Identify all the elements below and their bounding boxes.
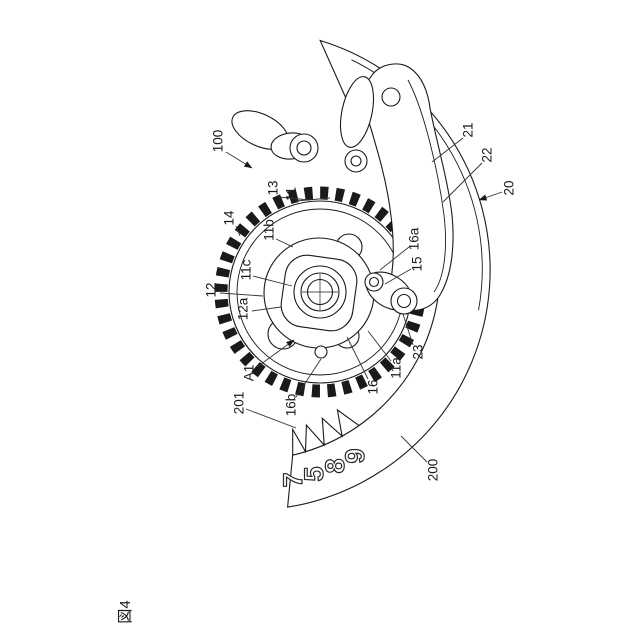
plate-marking-4: 9 — [340, 448, 370, 463]
leader-11a — [367, 330, 392, 362]
link-arm-outline — [362, 63, 454, 311]
figure-caption: 図4 — [117, 600, 134, 623]
hub-assembly-12 — [263, 233, 375, 359]
leader-16b — [295, 358, 322, 398]
leader-21 — [431, 137, 464, 163]
callout-200: 200 — [426, 459, 441, 482]
callout-100: 100 — [211, 130, 226, 153]
callout-12: 12 — [204, 282, 219, 297]
link-arm-21 — [362, 63, 454, 311]
callout-23: 23 — [411, 344, 426, 359]
lever-assembly-100 — [231, 76, 375, 173]
callout-15: 15 — [410, 256, 425, 271]
callout-14: 14 — [222, 210, 237, 226]
callout-11c: 11c — [239, 259, 254, 280]
arm-top-pivot-hole — [381, 87, 401, 107]
leader-22 — [442, 162, 483, 203]
leader-16a — [379, 246, 410, 271]
leader-16 — [346, 336, 369, 380]
callout-22: 22 — [480, 147, 495, 162]
hub-detail-16b — [314, 345, 328, 359]
plate-marking-3: 8 — [320, 458, 350, 473]
lever-pivot-inner — [296, 140, 312, 156]
leader-11b — [275, 238, 294, 248]
callout-21: 21 — [461, 122, 476, 137]
leader-100 — [225, 151, 253, 169]
bolt-23-inner — [396, 293, 412, 309]
leader-14 — [235, 225, 241, 237]
link-arm-inner-edge-22 — [407, 79, 446, 293]
callout-11b: 11b — [262, 219, 277, 241]
callout-labels: 100 13 11 14 11b 11c 12 12a A1 16b 201 2… — [204, 122, 517, 481]
plate-marking-1: 7 — [278, 472, 308, 487]
callout-16: 16 — [366, 379, 381, 394]
callout-11: 11 — [284, 187, 299, 201]
callout-20: 20 — [502, 180, 517, 195]
leader-12 — [219, 292, 264, 297]
leader-20 — [478, 191, 503, 201]
callout-11a: 11a — [389, 357, 404, 379]
callout-16a: 16a — [407, 227, 422, 250]
leader-200 — [400, 435, 428, 463]
leader-13 — [277, 196, 311, 201]
leader-lines — [219, 137, 503, 463]
callout-a1: A1 — [242, 365, 257, 382]
leader-11c — [252, 275, 293, 287]
pivot-15-inner — [368, 276, 380, 288]
leader-15 — [384, 268, 412, 285]
leader-201 — [245, 408, 297, 429]
callout-201: 201 — [232, 392, 247, 415]
leader-23 — [402, 313, 414, 346]
lever-roller-inner — [350, 155, 362, 167]
leader-a1 — [256, 339, 295, 368]
plate-marking-2: 5 — [299, 466, 329, 481]
pivot-link-16 — [364, 271, 418, 315]
leader-11 — [295, 197, 331, 202]
callout-13: 13 — [266, 180, 281, 195]
leader-12a — [251, 306, 282, 312]
sprocket-teeth-201 — [292, 408, 360, 456]
callout-12a: 12a — [236, 297, 251, 320]
lever-bracket — [339, 76, 375, 148]
callout-16b: 16b — [284, 394, 299, 417]
